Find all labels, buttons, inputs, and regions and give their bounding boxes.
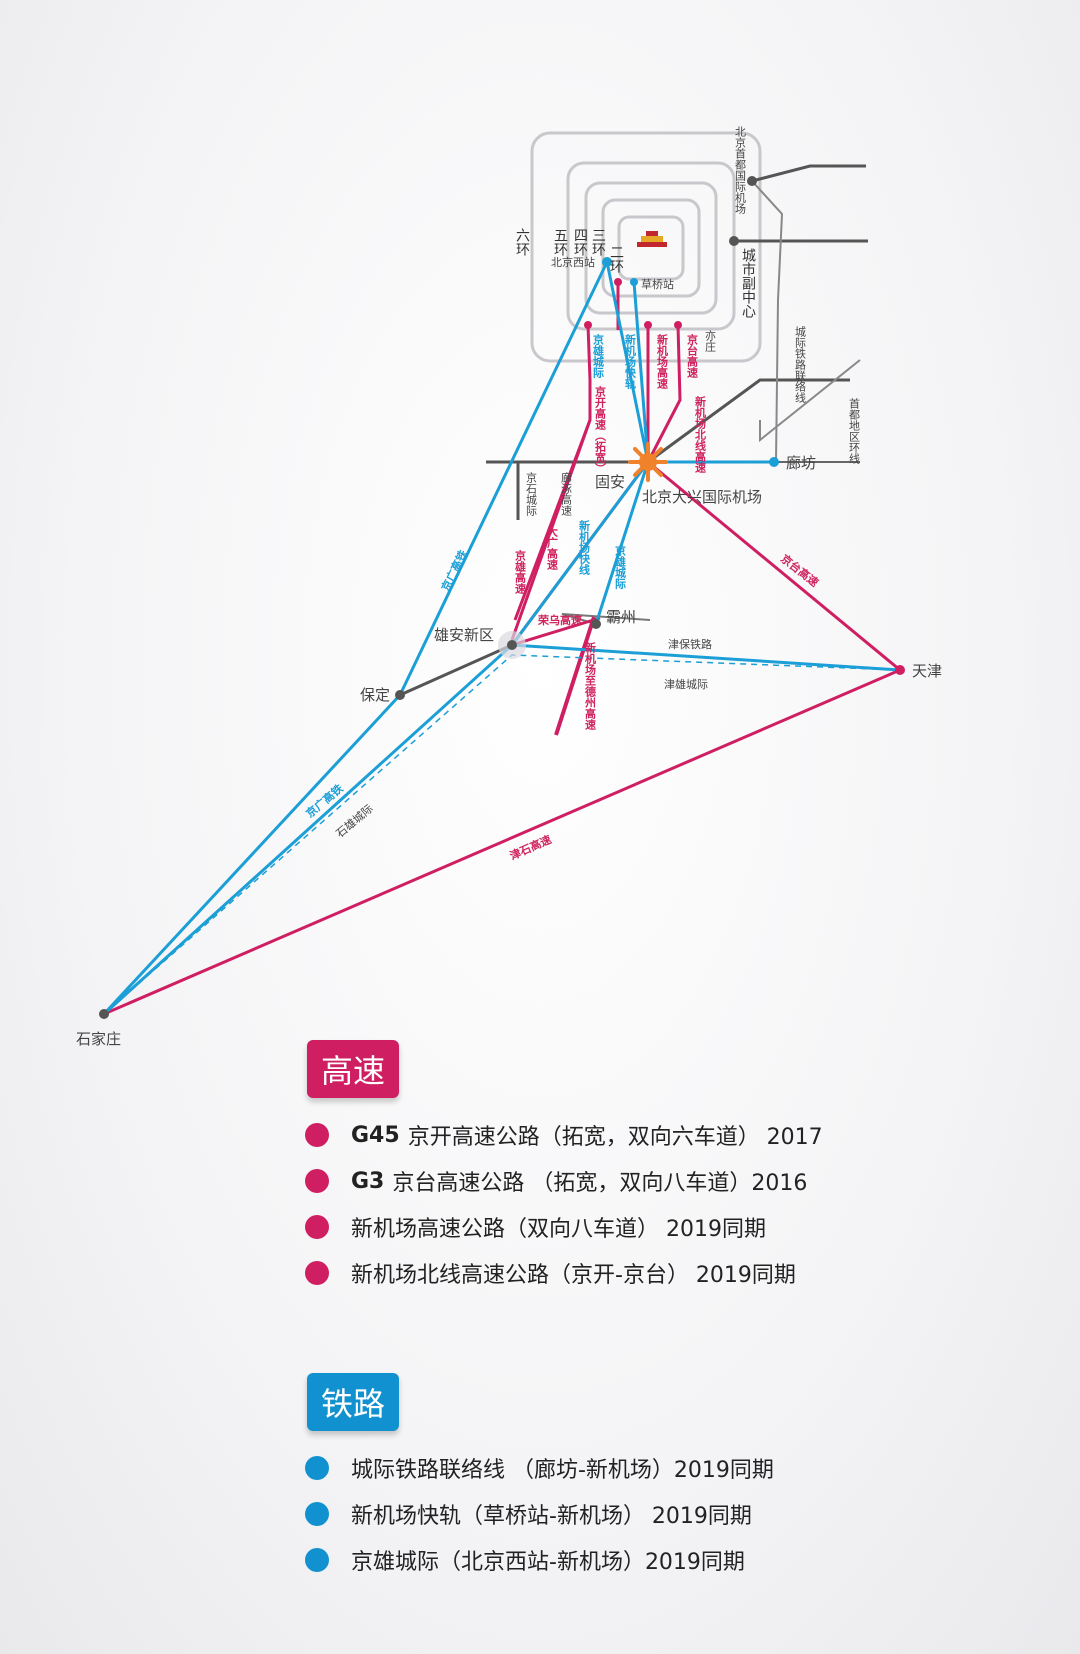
route-label-airport-north-line: 新机场北线高速 (694, 395, 707, 474)
route-label-jingtai-expressway-2: 京台高速 (778, 551, 821, 589)
railway-text: 新机场快轨（草桥站-新机场） 2019同期 (351, 1504, 752, 1529)
route-label-jinggang-hsr-upper: 京广高铁 (438, 548, 470, 594)
station-dots (99, 176, 905, 1019)
blue-bullet-icon (305, 1456, 329, 1480)
place-bazhou: 霸州 (606, 608, 636, 626)
place-yizhuang: 亦庄 (704, 329, 717, 353)
ring-label-fourth: 四环 (572, 228, 588, 256)
existing-lines (399, 164, 868, 697)
highway-text: 新机场北线高速公路（京开-京台） 2019同期 (351, 1263, 796, 1288)
legend-item: 新机场高速公路（双向八车道） 2019同期 (305, 1204, 1065, 1250)
highway-text: 新机场高速公路（双向八车道） 2019同期 (351, 1217, 766, 1242)
highway-code: G45 (351, 1122, 400, 1148)
ring-label-sixth: 六环 (514, 228, 530, 256)
place-beijing-west: 北京西站 (551, 255, 595, 269)
connector-rails (751, 180, 861, 463)
route-label-jingshi-intercity: 京石城际 (525, 471, 538, 517)
blue-bullet-icon (305, 1548, 329, 1572)
route-label-airport-expressway: 新机场高速 (656, 333, 669, 390)
railway-text: 京雄城际（北京西站-新机场）2019同期 (351, 1550, 745, 1575)
place-guan: 固安 (595, 473, 625, 491)
pink-bullet-icon (305, 1169, 329, 1193)
legend-item: G45 京开高速公路（拓宽，双向六车道） 2017 (305, 1112, 1065, 1158)
third-ring (601, 198, 701, 298)
place-baoding: 保定 (360, 686, 390, 704)
ring-label-fifth: 五环 (552, 228, 568, 256)
place-langfang: 廊坊 (786, 454, 816, 472)
place-caoqiao: 草桥站 (641, 277, 674, 291)
airport-icon (628, 442, 668, 482)
railway-legend: 铁路 城际铁路联络线 （廊坊-新机场）2019同期 新机场快轨（草桥站-新机场）… (305, 1373, 1065, 1583)
route-label-daguang-expressway: 大广高速 (546, 525, 559, 571)
route-label-rongwu-expressway: 荣乌高速 (537, 613, 582, 627)
ring-label-second: 二环 (608, 245, 624, 273)
ring-roads (530, 131, 762, 363)
route-label-jinbao-railway: 津保铁路 (668, 637, 712, 651)
route-label-jingxiong-intercity-2: 京雄城际 (614, 544, 628, 590)
route-map: 六环 五环 四环 三环 二环 北京首都国际机场 城市副中心 北京西站 草桥站 亦… (76, 126, 942, 1048)
route-label-capital-ring: 首都地区环线 (848, 397, 861, 464)
legend-item: G3 京台高速公路 （拓宽，双向八车道）2016 (305, 1158, 1065, 1204)
pink-bullet-icon (305, 1261, 329, 1285)
pink-bullet-icon (305, 1123, 329, 1147)
route-label-jinxiong-intercity: 津雄城际 (664, 677, 708, 691)
legend-item: 新机场快轨（草桥站-新机场） 2019同期 (305, 1491, 1065, 1537)
place-daxing-airport: 北京大兴国际机场 (642, 488, 762, 506)
route-label-intercity-link: 城际铁路联络线 (794, 326, 807, 403)
route-label-jingxiong-expressway: 京雄高速 (514, 549, 528, 595)
fourth-ring (584, 181, 718, 315)
legend-item: 京雄城际（北京西站-新机场）2019同期 (305, 1537, 1065, 1583)
route-label-airport-rail-link: 新机场快线 (578, 519, 592, 576)
second-ring (617, 215, 685, 281)
place-shijiazhuang: 石家庄 (76, 1030, 121, 1048)
sixth-ring (530, 131, 762, 363)
route-label-airport-express: 新机场快轨 (624, 333, 638, 390)
pink-bullet-icon (305, 1215, 329, 1239)
place-sub-center: 城市副中心 (740, 248, 756, 318)
route-label-jingxiong-intercity: 京雄城际 (592, 333, 606, 379)
railway-text: 城际铁路联络线 （廊坊-新机场）2019同期 (351, 1458, 774, 1483)
tiananmen-icon (637, 231, 667, 247)
highway-legend-title: 高速 (307, 1040, 400, 1098)
railway-legend-title: 铁路 (307, 1373, 400, 1431)
legend-item: 城际铁路联络线 （廊坊-新机场）2019同期 (305, 1445, 1065, 1491)
route-label-jingtai-expressway: 京台高速 (686, 333, 699, 379)
highway-code: G3 (351, 1168, 385, 1194)
place-capital-airport: 北京首都国际机场 (734, 126, 747, 215)
route-label-jingkai-expressway: 京开高速（拓宽） (594, 385, 608, 474)
blue-bullet-icon (305, 1502, 329, 1526)
place-tianjin: 天津 (912, 662, 942, 680)
highway-text: 京台高速公路 （拓宽，双向八车道）2016 (392, 1171, 808, 1196)
place-xiongan: 雄安新区 (434, 626, 494, 644)
route-label-airport-to-dezhou: 新机场至德州高速 (584, 641, 598, 731)
route-label-langzhuo-expressway: 廊涿高速 (560, 471, 573, 516)
highway-legend: 高速 G45 京开高速公路（拓宽，双向六车道） 2017 G3 京台高速公路 （… (305, 1040, 1065, 1296)
legend-item: 新机场北线高速公路（京开-京台） 2019同期 (305, 1250, 1065, 1296)
ring-label-third: 三环 (590, 228, 606, 256)
highway-text: 京开高速公路（拓宽，双向六车道） 2017 (407, 1125, 823, 1150)
